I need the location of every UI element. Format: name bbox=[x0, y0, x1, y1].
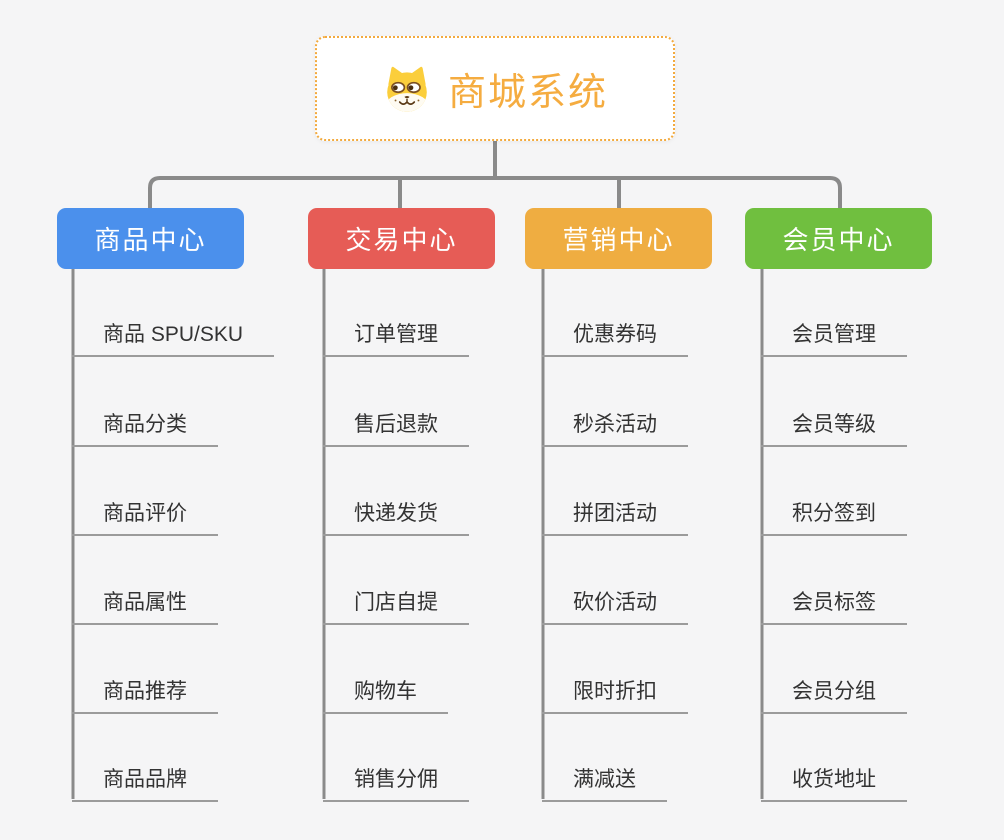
leaf-node[interactable]: 会员管理 bbox=[761, 313, 907, 357]
leaf-node[interactable]: 商品评价 bbox=[72, 492, 218, 536]
branch-node-marketing-center[interactable]: 营销中心 bbox=[525, 208, 712, 269]
leaf-node[interactable]: 商品品牌 bbox=[72, 758, 218, 802]
leaf-node[interactable]: 订单管理 bbox=[323, 313, 469, 357]
leaf-node[interactable]: 限时折扣 bbox=[542, 670, 688, 714]
leaf-node[interactable]: 售后退款 bbox=[323, 403, 469, 447]
root-node[interactable]: 商城系统 bbox=[315, 36, 675, 141]
leaf-node[interactable]: 拼团活动 bbox=[542, 492, 688, 536]
branch-node-product-center[interactable]: 商品中心 bbox=[57, 208, 244, 269]
root-node-label: 商城系统 bbox=[447, 72, 608, 114]
shiba-dog-icon bbox=[387, 66, 427, 112]
leaf-node[interactable]: 门店自提 bbox=[323, 581, 469, 625]
leaf-node[interactable]: 会员标签 bbox=[761, 581, 907, 625]
leaf-node[interactable]: 商品属性 bbox=[72, 581, 218, 625]
leaf-node[interactable]: 会员分组 bbox=[761, 670, 907, 714]
leaf-node[interactable]: 会员等级 bbox=[761, 403, 907, 447]
leaf-node[interactable]: 商品推荐 bbox=[72, 670, 218, 714]
leaf-node[interactable]: 优惠券码 bbox=[542, 313, 688, 357]
leaf-node[interactable]: 满减送 bbox=[542, 758, 667, 802]
leaf-node[interactable]: 购物车 bbox=[323, 670, 448, 714]
branch-node-trade-center[interactable]: 交易中心 bbox=[308, 208, 495, 269]
leaf-node[interactable]: 砍价活动 bbox=[542, 581, 688, 625]
leaf-node[interactable]: 商品 SPU/SKU bbox=[72, 313, 275, 357]
leaf-node[interactable]: 秒杀活动 bbox=[542, 403, 688, 447]
leaf-node[interactable]: 收货地址 bbox=[761, 758, 907, 802]
leaf-node[interactable]: 快递发货 bbox=[323, 492, 469, 536]
leaf-node[interactable]: 积分签到 bbox=[761, 492, 907, 536]
leaf-node[interactable]: 销售分佣 bbox=[323, 758, 469, 802]
leaf-node[interactable]: 商品分类 bbox=[72, 403, 218, 447]
branch-node-member-center[interactable]: 会员中心 bbox=[745, 208, 932, 269]
